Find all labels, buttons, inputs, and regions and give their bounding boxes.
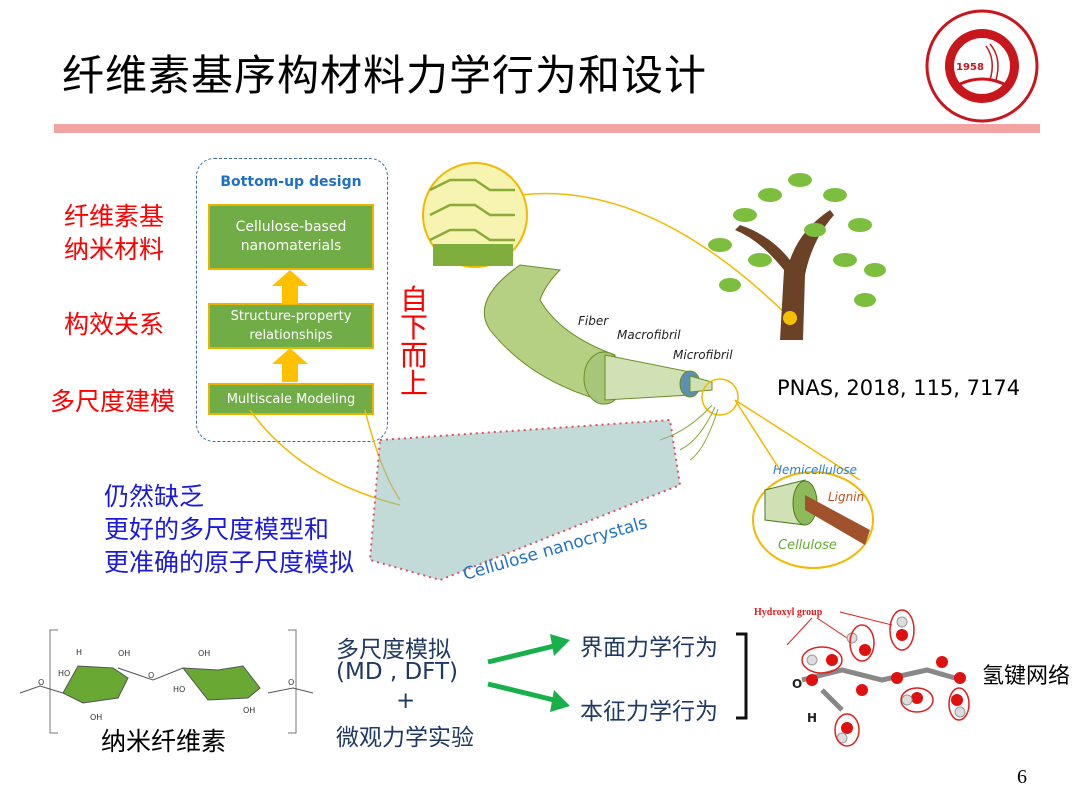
bottom-up-vertical-label: 自下而上 <box>399 283 428 400</box>
outcome-intrinsic-mechanics: 本征力学行为 <box>580 699 718 725</box>
green-arrows <box>487 634 570 712</box>
svg-text:O: O <box>38 678 44 687</box>
gap-text-line-1: 仍然缺乏 <box>104 482 205 511</box>
up-arrow-icon <box>272 270 308 304</box>
gap-text-line-2: 更好的多尺度模型和 <box>104 515 330 544</box>
box-nanomaterials: Cellulose-based nanomaterials <box>208 204 374 270</box>
svg-text:OH: OH <box>198 649 210 658</box>
label-cellulose: Cellulose <box>778 538 837 553</box>
label-nanomaterials: 纳米材料 <box>64 235 165 264</box>
logo-year: 1958 <box>956 62 984 73</box>
method-plus: + <box>396 688 416 714</box>
cellulose-structure-diagram: O O O H OH HO OH OH HO OH <box>19 629 314 734</box>
hydroxyl-molecule-image: Hydroxyl group O H <box>754 607 970 747</box>
label-cellulose-based: 纤维素基 <box>64 202 165 231</box>
outcome-interface-mechanics: 界面力学行为 <box>580 635 718 661</box>
bottom-up-title: Bottom-up design <box>220 174 362 190</box>
gap-text-line-3: 更准确的原子尺度模拟 <box>104 548 355 577</box>
box-multiscale-modeling: Multiscale Modeling <box>208 383 374 415</box>
slide-title: 纤维素基序构材料力学行为和设计 <box>62 51 708 100</box>
label-multiscale-modeling: 多尺度建模 <box>50 387 176 416</box>
svg-text:OH: OH <box>118 649 130 658</box>
bottom-up-panel <box>196 158 388 442</box>
right-bracket <box>736 632 748 720</box>
hydrogen-bond-network-label: 氢键网络 <box>982 664 1071 689</box>
label-hemicellulose: Hemicellulose <box>773 463 857 477</box>
label-microfibril: Microfibril <box>673 348 733 362</box>
svg-text:O: O <box>288 678 294 687</box>
nanocellulose-caption: 纳米纤维素 <box>101 727 227 756</box>
page-number: 6 <box>1017 766 1027 788</box>
method-micromechanics-experiment: 微观力学实验 <box>336 725 474 751</box>
box-structure-property: Structure-property relationships <box>208 303 374 349</box>
svg-text:O: O <box>148 671 154 680</box>
method-multiscale-simulation: 多尺度模拟 <box>336 637 451 663</box>
svg-text:H: H <box>807 711 817 725</box>
label-fiber: Fiber <box>578 314 609 328</box>
label-lignin: Lignin <box>828 490 864 504</box>
svg-text:OH: OH <box>243 706 255 715</box>
svg-text:H: H <box>76 648 82 657</box>
svg-text:O: O <box>792 677 802 691</box>
label-macrofibril: Macrofibril <box>617 328 681 342</box>
title-divider <box>54 124 1040 133</box>
hydroxyl-group-label: Hydroxyl group <box>754 607 823 618</box>
svg-text:HO: HO <box>58 669 70 678</box>
svg-text:HO: HO <box>173 685 185 694</box>
citation: PNAS, 2018, 115, 7174 <box>777 376 1021 400</box>
method-md-dft: (MD , DFT) <box>336 659 459 685</box>
label-structure-property: 构效关系 <box>64 310 165 339</box>
cellulose-hierarchy-figure: Fiber Macrofibril Microfibril Cellulose … <box>249 162 886 585</box>
up-arrow-icon <box>272 348 308 382</box>
university-logo: 1958 <box>925 9 1039 123</box>
svg-text:OH: OH <box>90 713 102 722</box>
